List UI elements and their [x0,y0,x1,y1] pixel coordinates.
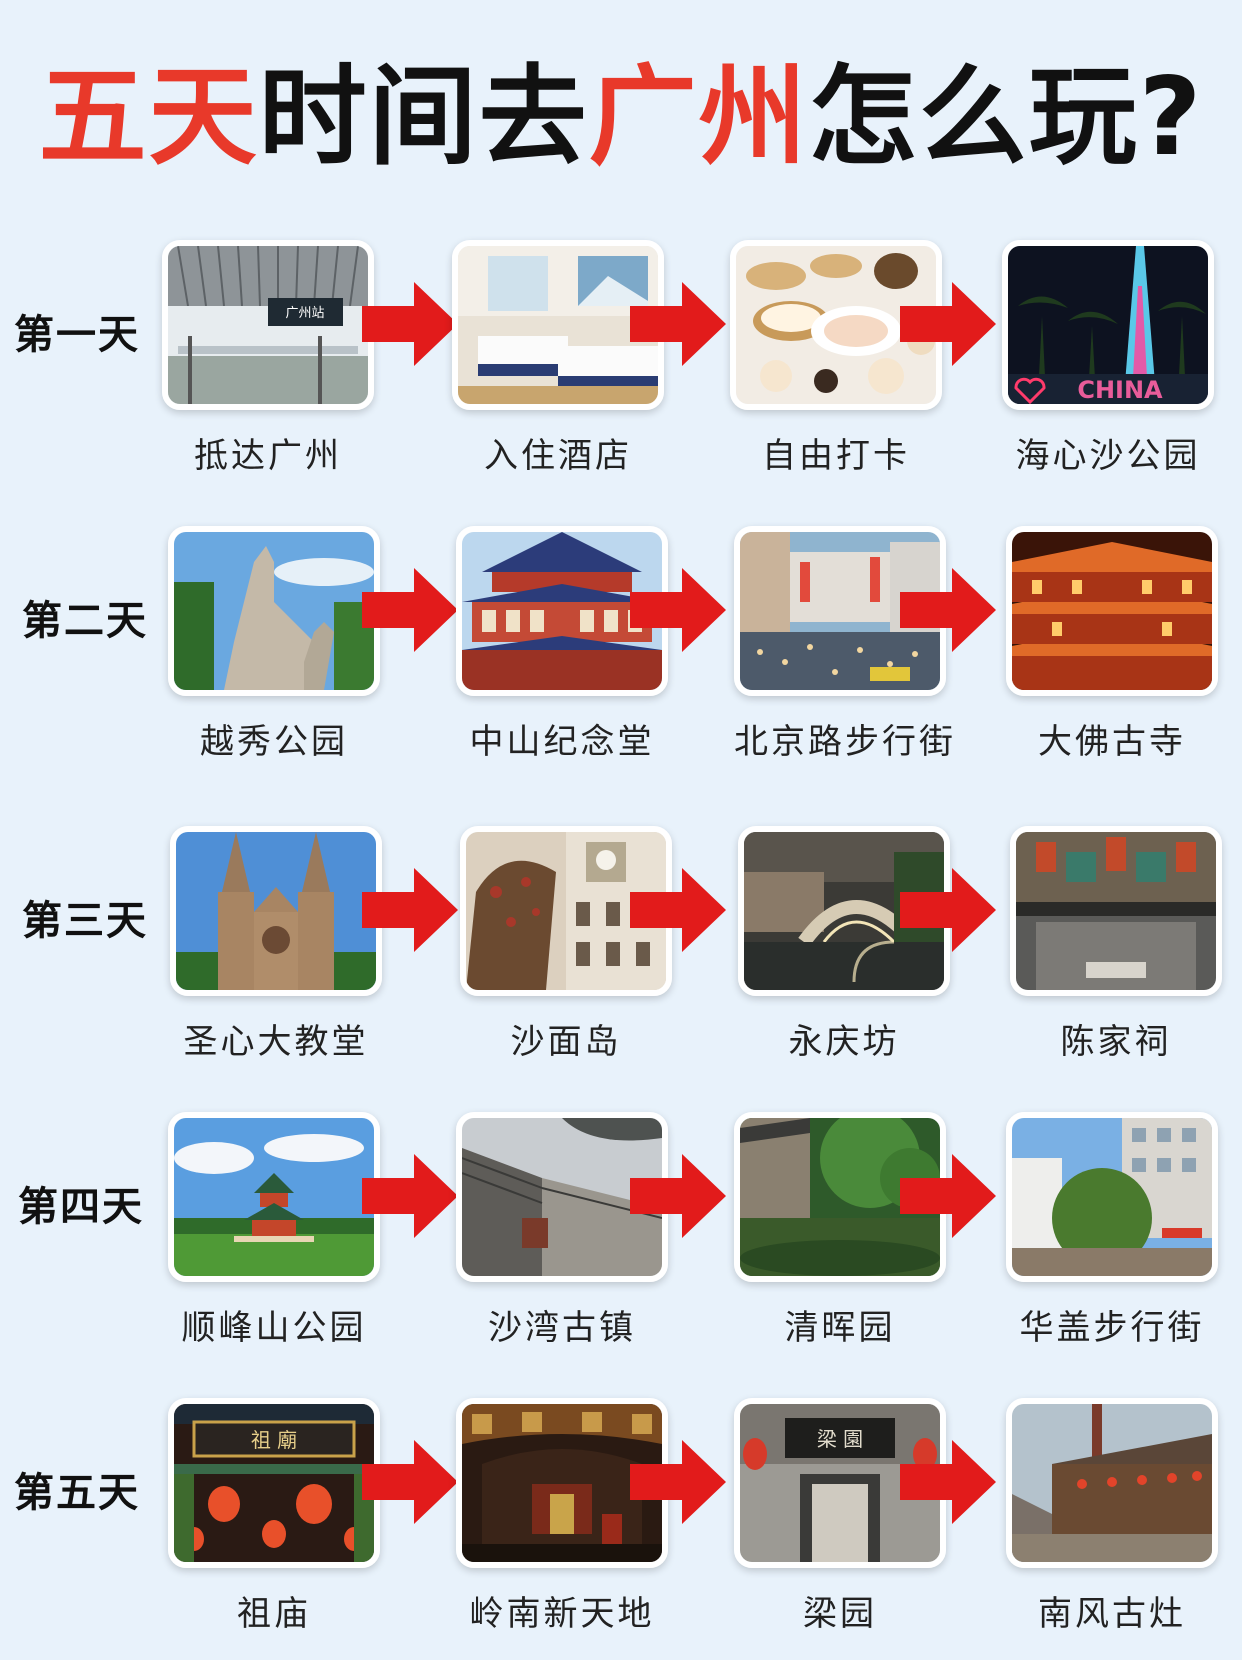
stop-ancestral-temple[interactable]: 祖 廟 祖庙 [168,1398,380,1635]
arrow-right-icon [362,868,458,952]
photo-huagai [1006,1112,1218,1282]
photo-five-rams [168,526,380,696]
arrow-right-icon [630,1440,726,1524]
arrow-right-icon [630,568,726,652]
day-label: 第五天 [14,1470,140,1516]
stop-shunfengshan-park[interactable]: 顺峰山公园 [168,1112,380,1349]
title-part-1: 五天 [38,55,259,180]
stop-caption: 抵达广州 [194,436,342,476]
day-row-1: 第一天 广州站 抵达广州 [0,240,1242,490]
stop-caption: 入住酒店 [484,436,632,476]
stop-guangzhou-station[interactable]: 广州站 抵达广州 [162,240,374,477]
title-part-3: 广州 [588,55,809,180]
stop-caption: 自由打卡 [762,436,910,476]
stop-caption: 梁园 [803,1594,877,1634]
stop-sun-yatsen-hall[interactable]: 中山纪念堂 [456,526,668,763]
photo-hotel [452,240,664,410]
stop-caption: 大佛古寺 [1038,722,1186,762]
stop-caption: 陈家祠 [1060,1022,1172,1062]
photo-memorial-hall [456,526,668,696]
day-row-5: 第五天 祖 廟 祖庙 [0,1398,1242,1648]
photo-guangzhou-station: 广州站 [162,240,374,410]
arrow-right-icon [362,1440,458,1524]
arrow-right-icon [362,568,458,652]
arrow-right-icon [900,568,996,652]
arrow-right-icon [630,1154,726,1238]
title-part-2: 时间去 [258,55,589,180]
stop-caption: 海心沙公园 [1015,436,1201,476]
arrow-right-icon [362,1154,458,1238]
day-label: 第二天 [22,598,148,644]
stop-nanfeng-kiln[interactable]: 南风古灶 [1006,1398,1218,1635]
stop-caption: 南风古灶 [1038,1594,1186,1634]
day-label: 第四天 [18,1184,144,1230]
stop-dafo-temple[interactable]: 大佛古寺 [1006,526,1218,763]
stop-caption: 圣心大教堂 [183,1022,369,1062]
stop-liang-garden[interactable]: 梁 園 梁园 [734,1398,946,1635]
stop-caption: 华盖步行街 [1019,1308,1205,1348]
photo-shunfengshan [168,1112,380,1282]
china-sign: CHINA [1077,376,1163,404]
photo-zumiao: 祖 廟 [168,1398,380,1568]
temple-plaque: 祖 廟 [251,1428,297,1452]
stop-caption: 北京路步行街 [734,722,956,762]
stop-caption: 中山纪念堂 [469,722,655,762]
arrow-right-icon [630,868,726,952]
stop-hotel[interactable]: 入住酒店 [452,240,664,477]
page-title: 五天时间去广州怎么玩? [0,58,1242,178]
stop-chen-clan-academy[interactable]: 陈家祠 [1010,826,1222,1063]
stop-caption: 顺峰山公园 [181,1308,367,1348]
stop-beijing-road[interactable]: 北京路步行街 [734,526,956,763]
photo-pedestrian-street [734,526,946,696]
stop-caption: 沙湾古镇 [488,1308,636,1348]
stop-caption: 祖庙 [237,1594,311,1634]
station-sign: 广州站 [285,306,324,321]
arrow-right-icon [900,282,996,366]
photo-dafo-temple [1006,526,1218,696]
garden-plaque: 梁 園 [817,1427,863,1451]
stop-haixinsha-park[interactable]: CHINA 海心沙公园 [1002,240,1214,477]
stop-yuexiu-park[interactable]: 越秀公园 [168,526,380,763]
stop-sacred-heart-cathedral[interactable]: 圣心大教堂 [170,826,382,1063]
day-label: 第一天 [14,312,140,358]
day-row-2: 第二天 越秀公园 [0,526,1242,776]
photo-liangyuan: 梁 園 [734,1398,946,1568]
title-part-4: 怎么玩? [808,55,1204,180]
stop-caption: 永庆坊 [788,1022,900,1062]
photo-nanfeng [1006,1398,1218,1568]
day-row-4: 第四天 顺峰山公园 [0,1112,1242,1362]
stop-caption: 岭南新天地 [469,1594,655,1634]
photo-canton-tower: CHINA [1002,240,1214,410]
stop-caption: 清晖园 [784,1308,896,1348]
stop-huagai-street[interactable]: 华盖步行街 [1006,1112,1218,1349]
arrow-right-icon [362,282,458,366]
stop-caption: 沙面岛 [510,1022,622,1062]
photo-chen-clan [1010,826,1222,996]
photo-cathedral [170,826,382,996]
arrow-right-icon [900,1154,996,1238]
day-label: 第三天 [22,898,148,944]
stop-caption: 越秀公园 [200,722,348,762]
arrow-right-icon [900,1440,996,1524]
arrow-right-icon [630,282,726,366]
arrow-right-icon [900,868,996,952]
day-row-3: 第三天 圣心大教堂 [0,826,1242,1076]
